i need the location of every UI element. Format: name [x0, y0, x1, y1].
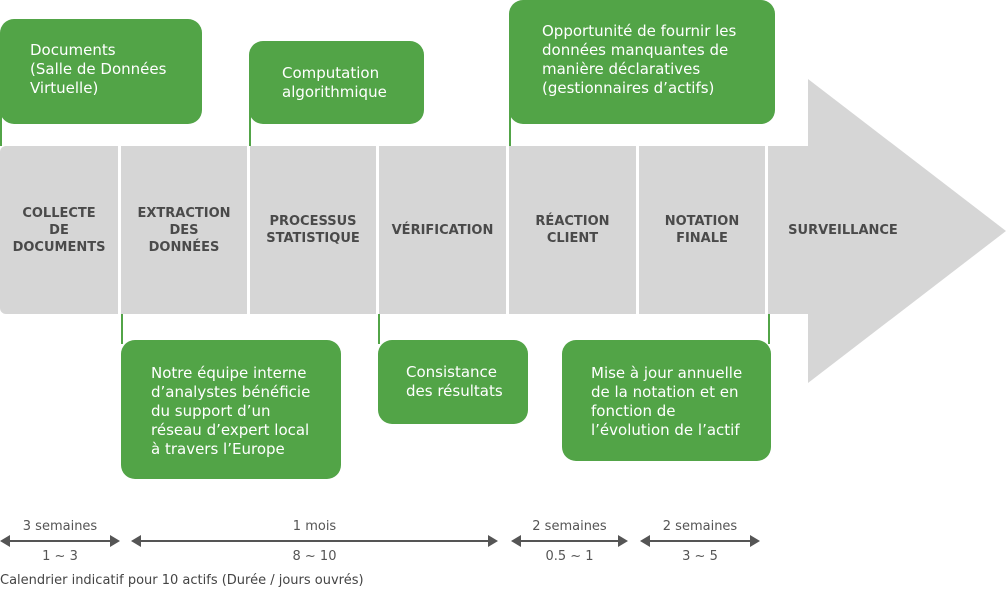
callout-stem	[121, 314, 123, 344]
callout-consistance: Consistance des résultats	[378, 340, 528, 424]
callout-stem	[768, 314, 770, 344]
timeline-segment: 2 semaines 3 ~ 5	[640, 519, 760, 579]
timeline-days: 0.5 ~ 1	[545, 549, 594, 564]
step-label: Surveillance	[788, 222, 898, 238]
timeline-duration: 2 semaines	[662, 519, 738, 534]
timeline-duration: 1 mois	[292, 519, 337, 534]
timeline-days: 8 ~ 10	[292, 549, 337, 564]
step-surveillance-band	[768, 146, 809, 314]
step-processus: Processus statistique	[250, 146, 376, 314]
double-arrow-icon	[511, 535, 628, 547]
timeline-days: 3 ~ 5	[682, 549, 718, 564]
timeline-duration: 3 semaines	[22, 519, 98, 534]
double-arrow-icon	[131, 535, 498, 547]
step-extraction: Extraction des données	[121, 146, 247, 314]
callout-stem	[249, 110, 251, 146]
callout-opportunite: Opportunité de fournir les données manqu…	[509, 0, 775, 124]
step-label: Collecte de documents	[12, 205, 106, 255]
callout-stem	[378, 314, 380, 344]
callout-equipe: Notre équipe interne d’analystes bénéfic…	[121, 340, 341, 479]
double-arrow-icon	[640, 535, 760, 547]
process-arrow-head	[808, 79, 1006, 383]
step-surveillance: Surveillance	[768, 146, 918, 314]
step-label: Réaction client	[535, 214, 610, 246]
callout-mise-a-jour: Mise à jour annuelle de la notation et e…	[562, 340, 771, 461]
step-verification: Vérification	[379, 146, 506, 314]
timeline-segment: 3 semaines 1 ~ 3	[0, 519, 120, 579]
step-label: Vérification	[391, 222, 494, 238]
timeline-segment: 1 mois 8 ~ 10	[131, 519, 498, 579]
step-label: Processus statistique	[266, 214, 360, 246]
callout-computation: Computation algorithmique	[249, 41, 424, 124]
step-label: Notation finale	[664, 214, 740, 246]
callout-stem	[0, 110, 2, 146]
step-collecte: Collecte de documents	[0, 146, 118, 314]
callout-stem	[509, 110, 511, 146]
timeline-segment: 2 semaines 0.5 ~ 1	[511, 519, 628, 579]
step-notation: Notation finale	[639, 146, 765, 314]
timeline-days: 1 ~ 3	[42, 549, 78, 564]
callout-documents: Documents (Salle de Données Virtuelle)	[0, 19, 202, 124]
timeline-footnote: Calendrier indicatif pour 10 actifs (Dur…	[0, 573, 364, 588]
double-arrow-icon	[0, 535, 120, 547]
timeline-duration: 2 semaines	[532, 519, 607, 534]
step-reaction: Réaction client	[509, 146, 636, 314]
step-label: Extraction des données	[137, 205, 231, 255]
